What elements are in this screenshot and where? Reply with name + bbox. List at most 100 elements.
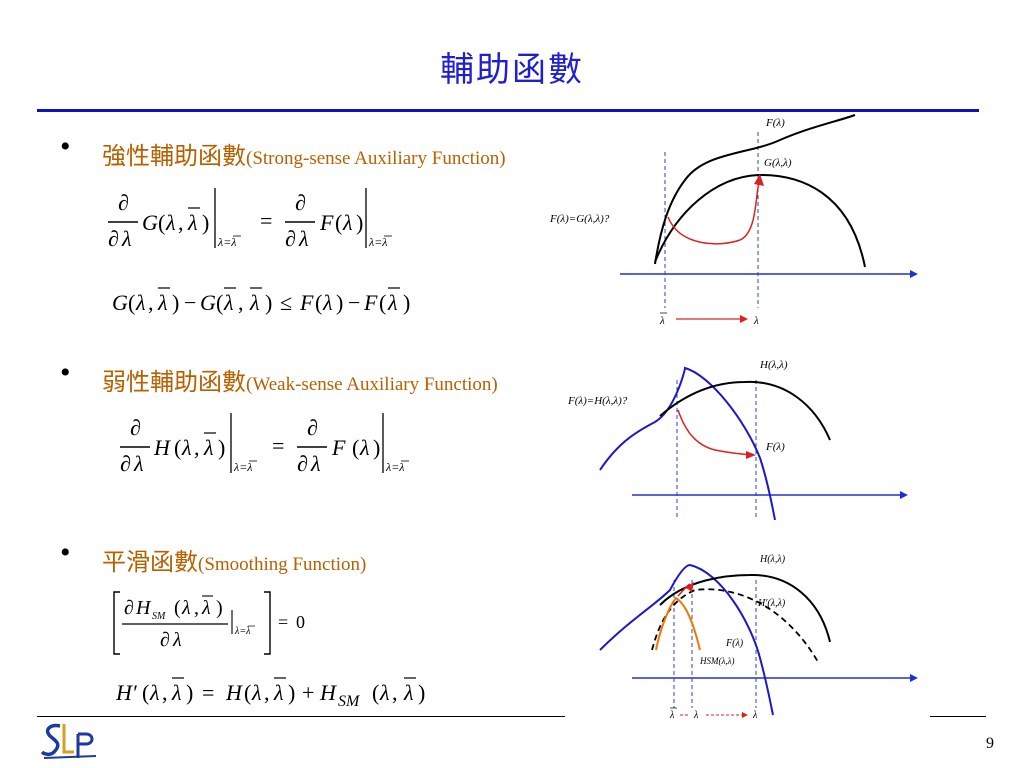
f4-open: ( [174, 597, 181, 619]
f1-lambda-bottom2: λ [298, 226, 309, 251]
f3-open: ( [174, 435, 181, 460]
f2-minus2: − [348, 290, 360, 315]
g1-tick-lambda: λ [753, 315, 759, 327]
f4-lb: λ [172, 629, 182, 651]
f3-H: H [153, 435, 171, 460]
f3-eq: = [272, 433, 284, 458]
f4-close: ) [216, 597, 223, 619]
f3-F: F [331, 435, 346, 460]
f1-lambda1: λ [165, 210, 176, 235]
heading-zh-weak: 弱性輔助函數 [102, 368, 246, 396]
f5-o1: ( [142, 680, 149, 705]
f2-lb3: λ [249, 290, 260, 315]
f3-c: , [194, 435, 200, 460]
f1-partial-top: ∂ [118, 190, 129, 215]
g3-label-Hprime: H′(λ,λ) [757, 598, 786, 609]
g1-curve-red [667, 177, 761, 245]
f1-close2: ) [356, 210, 363, 235]
f1-partial-bottom: ∂ [108, 226, 119, 251]
f1-lambda-bottom: λ [121, 226, 132, 251]
f5-l2: λ [251, 680, 262, 705]
f5-plus: + [302, 680, 314, 705]
g1-tick-lambda-bar: λ [659, 315, 665, 327]
f5-l1: λ [149, 680, 160, 705]
f5-sm: SM [338, 693, 361, 710]
section-heading-strong: 強性輔助函數(Strong-sense Auxiliary Function) [102, 136, 506, 171]
title-rule [37, 109, 979, 112]
g1-label-F: F(λ) [765, 117, 785, 129]
formula-weak-derivative: ∂ ∂ λ H ( λ , λ ) λ=λ = ∂ ∂ λ F ( λ ) λ=… [112, 405, 432, 490]
f2-open1: ( [128, 290, 135, 315]
footer-rule-right [930, 716, 986, 717]
f2-lb4: λ [387, 290, 398, 315]
f2-G2: G [200, 290, 216, 315]
f4-sm: SM [152, 611, 166, 622]
f4-zero: 0 [296, 612, 305, 632]
title-rule-bar [37, 109, 979, 112]
f2-c2: , [238, 290, 244, 315]
g3-label-Hsm: HSM(λ,λ) [699, 656, 735, 666]
f2-G1: G [112, 290, 128, 315]
f2-open4: ( [379, 290, 386, 315]
f3-lb: λ [133, 451, 144, 476]
heading-en-weak: (Weak-sense Auxiliary Function) [246, 374, 498, 395]
g1-question: F(λ)=G(λ,λ)? [549, 213, 610, 225]
f1-partial-bottom2: ∂ [285, 226, 296, 251]
f3-close2: ) [373, 435, 380, 460]
f5-c3: , [392, 680, 398, 705]
f1-eval-sub2: λ=λ [368, 235, 388, 249]
f2-open3: ( [315, 290, 322, 315]
f2-close4: ) [403, 290, 410, 315]
f2-l2: λ [322, 290, 333, 315]
f3-sub: λ=λ [233, 460, 253, 474]
f2-c1: , [148, 290, 154, 315]
f5-o3: ( [372, 680, 379, 705]
f2-close3: ) [336, 290, 343, 315]
f1-eq: = [260, 208, 272, 233]
f1-eval-sub: λ=λ [217, 235, 237, 249]
g3-curve-Hsm [655, 596, 701, 651]
heading-en-smoothing: (Smoothing Function) [198, 554, 367, 575]
g2-label-H: H(λ,λ) [759, 359, 788, 371]
f5-Hsm: H [319, 680, 337, 705]
f3-pt: ∂ [130, 415, 141, 440]
g1-curve-F [654, 114, 856, 265]
g1-curve-G [654, 173, 866, 268]
g3-tick-lambda-bar: λ [669, 710, 675, 721]
f1-G: G [142, 210, 158, 235]
f3-pt2: ∂ [307, 415, 318, 440]
g3-curve-red [677, 583, 691, 597]
f5-lb3: λ [403, 680, 414, 705]
section-heading-weak: 弱性輔助函數(Weak-sense Auxiliary Function) [102, 362, 498, 397]
f5-c1: , [162, 680, 168, 705]
g1-label-G: G(λ,λ) [764, 157, 792, 169]
f2-F2: F [363, 290, 378, 315]
f3-sub2: λ=λ [385, 460, 405, 474]
g1-axis-arrow [910, 270, 918, 278]
f4-l1: λ [181, 597, 191, 619]
g2-curve-F [599, 366, 776, 521]
f1-partial-top2: ∂ [295, 190, 306, 215]
f3-pb: ∂ [120, 451, 131, 476]
f5-Hp: H′ [116, 680, 138, 705]
heading-zh-smoothing: 平滑函數 [102, 548, 198, 576]
g3-label-H: H(λ,λ) [759, 554, 786, 565]
slide-title: 輔助函數 [440, 50, 584, 90]
f3-pb2: ∂ [297, 451, 308, 476]
f5-l3: λ [379, 680, 390, 705]
f4-sub: λ=λ [234, 626, 251, 637]
f3-l3: λ [359, 435, 370, 460]
f2-minus1: − [184, 290, 196, 315]
formula-strong-inequality: G ( λ , λ ) − G ( λ , λ ) ≤ F ( λ ) − F … [112, 280, 472, 325]
f2-open2: ( [216, 290, 223, 315]
f1-open: ( [158, 210, 165, 235]
g3-red-arrow-head [742, 712, 748, 718]
footer-rule-left [37, 716, 565, 717]
f3-open2: ( [352, 435, 359, 460]
f1-comma: , [178, 210, 184, 235]
f4-H: H [135, 597, 152, 619]
f1-F: F [319, 210, 334, 235]
bullet-2: • [60, 356, 71, 389]
f5-cl2: ) [288, 680, 295, 705]
g1-red-arrow-head [740, 315, 748, 323]
